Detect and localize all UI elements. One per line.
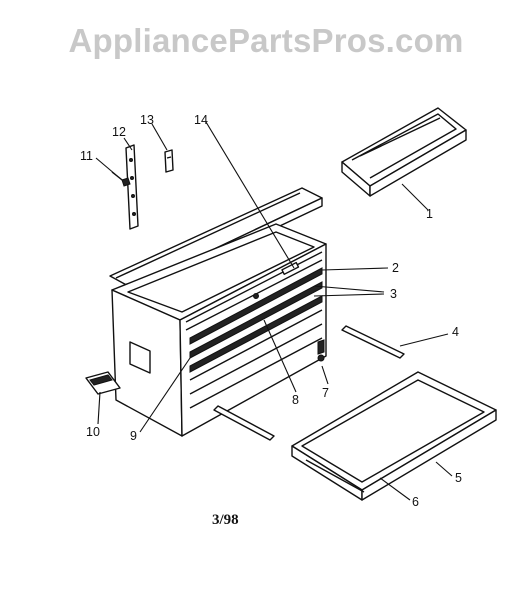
- part-strip: [125, 144, 139, 230]
- part-fastener: [317, 339, 325, 362]
- callout-4: 4: [452, 325, 459, 339]
- chest-body: [111, 223, 327, 437]
- watermark-logo: AppliancePartsPros.com: [68, 22, 464, 59]
- part-slide-rail-left: [213, 405, 275, 441]
- callout-13: 13: [140, 113, 154, 127]
- callout-3: 3: [390, 287, 397, 301]
- callout-9: 9: [130, 429, 137, 443]
- callout-11: 11: [80, 149, 93, 163]
- callout-1: 1: [426, 207, 433, 221]
- leader-lines: [95, 121, 453, 501]
- callout-12: 12: [112, 125, 126, 139]
- callout-6: 6: [412, 495, 419, 509]
- diagram-date-code: 3/98: [212, 512, 239, 528]
- part-bracket: [85, 371, 121, 395]
- callout-5: 5: [455, 471, 462, 485]
- callout-10: 10: [86, 425, 100, 439]
- part-tray: [341, 107, 467, 197]
- part-clip: [164, 149, 174, 173]
- callout-2: 2: [392, 261, 399, 275]
- part-drawer-tray: [291, 371, 497, 501]
- part-slide-rail-right: [341, 325, 405, 359]
- callout-14: 14: [194, 113, 208, 127]
- callout-8: 8: [292, 393, 299, 407]
- callout-7: 7: [322, 386, 329, 400]
